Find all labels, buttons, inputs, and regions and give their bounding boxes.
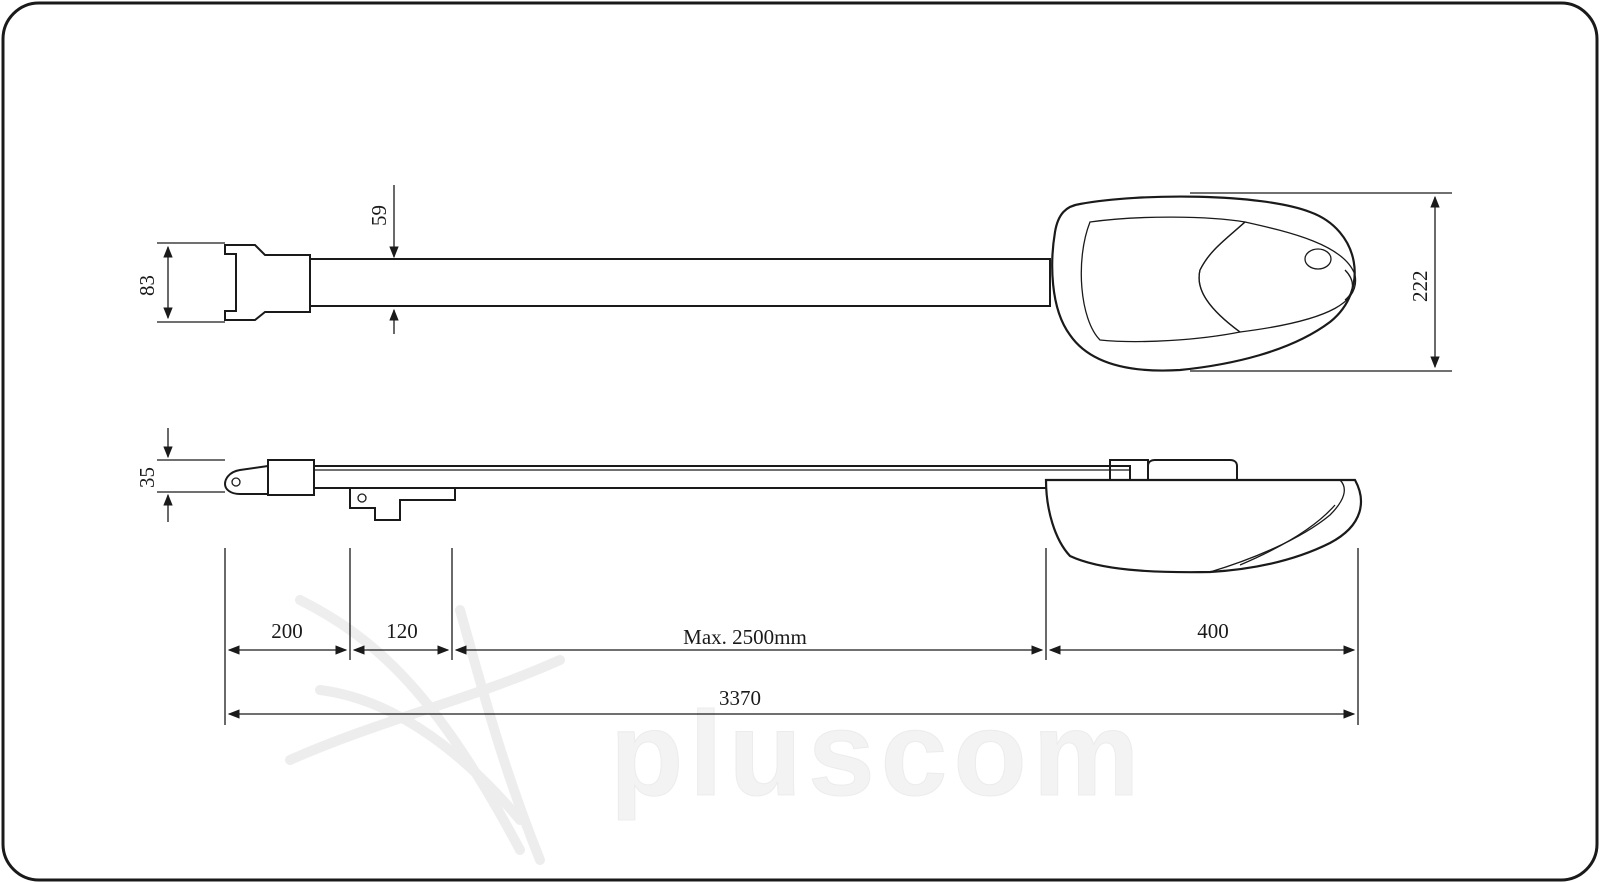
label-rail-height: 59: [367, 205, 391, 226]
label-overall-length: 3370: [719, 686, 761, 710]
label-side-height: 35: [135, 467, 159, 488]
motor-light-lens: [1304, 248, 1332, 270]
front-eye-hole: [231, 477, 241, 487]
front-fork: [224, 244, 311, 321]
motor-nose-detail: [1344, 269, 1354, 301]
motor-side-panel: [1209, 479, 1345, 573]
motor-housing-top: [1051, 195, 1356, 372]
label-segment-front: 200: [271, 619, 303, 643]
dim-segment-travel: Max. 2500mm: [454, 625, 1044, 655]
label-segment-travel: Max. 2500mm: [683, 625, 807, 649]
dim-side-height: 35: [135, 428, 225, 522]
mounting-bracket: [349, 488, 456, 521]
motor-side-panel-inner: [1239, 504, 1336, 566]
watermark-swirl-icon: [285, 595, 565, 865]
dim-motor-width: 222: [1190, 192, 1452, 372]
watermark-text: pluscom: [610, 687, 1145, 821]
label-segment-motor: 400: [1197, 619, 1229, 643]
dim-segment-front: 200: [227, 619, 348, 655]
dim-rail-height: 59: [367, 185, 399, 334]
top-view: [224, 195, 1357, 372]
dim-overall-length: 3370: [227, 686, 1356, 719]
motor-housing-side: [1044, 478, 1362, 574]
bracket-hole: [357, 493, 367, 503]
side-rail: [313, 465, 1131, 489]
label-segment-bracket: 120: [386, 619, 418, 643]
top-rail: [309, 258, 1051, 307]
front-carriage: [267, 459, 315, 496]
side-view: [223, 459, 1362, 574]
motor-housing-front-panel: [1198, 221, 1357, 333]
dim-segment-motor: 400: [1048, 619, 1356, 655]
dim-head-height: 83: [135, 242, 225, 323]
motor-cover-block: [1147, 459, 1238, 480]
length-extension-lines: [224, 548, 1359, 725]
dim-segment-bracket: 120: [352, 619, 450, 655]
label-motor-width: 222: [1408, 271, 1432, 303]
front-eye: [223, 464, 269, 495]
label-head-height: 83: [135, 275, 159, 296]
